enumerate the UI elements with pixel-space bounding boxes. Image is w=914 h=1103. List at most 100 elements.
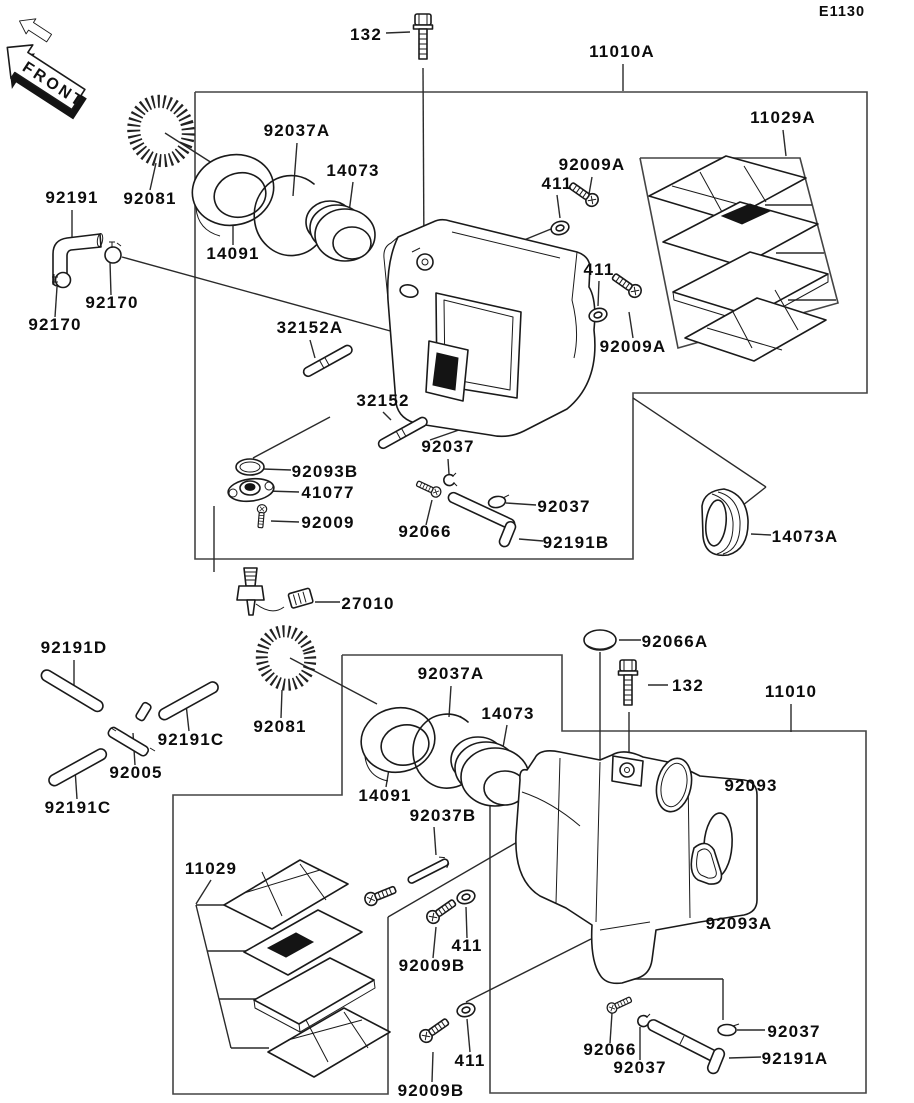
part-label-92009a: 92009A <box>600 337 667 356</box>
filter-stack-lower-11029 <box>223 859 391 1078</box>
label-leader-411 <box>466 1018 471 1053</box>
part-label-132: 132 <box>350 25 382 44</box>
callout-box-0 <box>194 91 868 560</box>
part-label-92191a: 92191A <box>762 1049 829 1068</box>
label-leader-92081 <box>149 162 157 191</box>
hose-92191c-right <box>158 681 219 721</box>
label-leader-32152 <box>382 411 392 421</box>
rod-92037b <box>407 856 450 884</box>
part-label-32152: 32152 <box>356 391 409 410</box>
part-label-92037: 92037 <box>421 437 474 456</box>
part-label-27010: 27010 <box>341 594 394 613</box>
gasket-92093a <box>690 842 723 885</box>
part-label-11010: 11010 <box>765 682 817 701</box>
label-leader-411 <box>597 280 600 307</box>
label-leader-92037A <box>292 142 298 197</box>
label-leader-92009 <box>270 520 300 523</box>
part-label-14091: 14091 <box>206 244 259 263</box>
oring-92093b <box>235 458 265 476</box>
part-label-11010a: 11010A <box>589 42 655 61</box>
screw-92009b-2 <box>423 895 459 927</box>
label-leader-411 <box>465 906 468 939</box>
label-leader-11029 <box>195 904 232 1049</box>
cap-14091-lower <box>360 706 436 782</box>
part-label-92170: 92170 <box>85 293 138 312</box>
part-label-411: 411 <box>451 936 482 955</box>
rod-32152a <box>302 344 353 378</box>
leader-line <box>289 657 378 705</box>
nut-92037-bottom-right <box>717 1023 740 1037</box>
label-leader-411 <box>556 194 561 219</box>
part-label-92066a: 92066A <box>642 632 709 651</box>
washer-411-lower1 <box>454 887 478 907</box>
callout-boxes <box>172 91 868 1095</box>
plate-41077 <box>227 477 275 503</box>
filter-stack-upper-11029a <box>648 155 829 362</box>
duct-14073-upper <box>305 200 376 262</box>
leader-line <box>121 256 395 333</box>
part-label-92093: 92093 <box>724 776 777 795</box>
part-label-92081: 92081 <box>123 189 176 208</box>
part-label-32152a: 32152A <box>277 318 344 337</box>
part-label-92009b: 92009B <box>399 956 466 975</box>
part-label-14073: 14073 <box>481 704 534 723</box>
clamp-92170-b <box>104 241 122 264</box>
label-leader-92009A <box>628 311 634 339</box>
part-label-92170: 92170 <box>28 315 81 334</box>
part-label-14073a: 14073A <box>772 527 839 546</box>
screw-92009a-upper2 <box>609 269 645 301</box>
fitting-92005 <box>107 701 156 757</box>
nut-92037-mid <box>487 494 510 509</box>
part-label-92037: 92037 <box>537 497 590 516</box>
cap-92066a <box>583 629 617 651</box>
label-leader-11029 <box>195 879 212 905</box>
callout-box-2 <box>172 655 389 1095</box>
front-arrow: FRONT <box>6 18 87 120</box>
part-label-92081: 92081 <box>253 717 306 736</box>
part-label-92191c: 92191C <box>45 798 112 817</box>
part-label-92037b: 92037B <box>410 806 477 825</box>
label-leader-92037 <box>447 458 450 475</box>
part-label-92037a: 92037A <box>264 121 331 140</box>
spring-92081-upper <box>127 94 195 168</box>
upper-air-cleaner-housing <box>383 218 596 438</box>
part-label-92037: 92037 <box>767 1022 820 1041</box>
part-label-92093b: 92093B <box>292 462 359 481</box>
clip-92037-mid <box>443 472 458 487</box>
callout-box-3 <box>342 654 867 1094</box>
label-leader-132 <box>385 31 411 34</box>
part-label-92191: 92191 <box>45 188 98 207</box>
part-label-92037: 92037 <box>613 1058 666 1077</box>
label-leader-32152A <box>309 339 316 359</box>
part-label-92191b: 92191B <box>543 533 610 552</box>
label-leader-92037A <box>448 685 452 718</box>
label-leader-92081 <box>280 689 283 719</box>
screw-92009b-1 <box>362 882 399 909</box>
screw-92009 <box>255 503 268 529</box>
tube-92191a <box>647 1019 726 1075</box>
label-leader-92009B <box>431 1051 434 1083</box>
label-leader-92009B <box>432 926 437 959</box>
label-leader-92170 <box>54 286 58 318</box>
label-leader-92066 <box>425 499 433 526</box>
part-label-132: 132 <box>672 676 704 695</box>
rod-32152 <box>377 416 428 450</box>
hose-92191d <box>40 669 104 713</box>
part-label-11029a: 11029A <box>750 108 816 127</box>
part-label-92093a: 92093A <box>706 914 773 933</box>
duct-14073-lower <box>450 736 530 807</box>
plug-92066-mid <box>414 477 444 500</box>
label-leader-92037B <box>433 826 437 856</box>
leader-line <box>632 397 767 488</box>
part-label-411: 411 <box>454 1051 485 1070</box>
part-label-92191c: 92191C <box>158 730 225 749</box>
leader-line <box>387 840 520 918</box>
cap-14091-upper <box>191 153 275 237</box>
part-label-92009a: 92009A <box>559 155 626 174</box>
boot-14073a <box>701 488 749 557</box>
part-label-92005: 92005 <box>109 763 162 782</box>
page-code: E1130 <box>819 4 865 20</box>
hose-92191c-left <box>48 748 108 787</box>
gasket-92093 <box>655 757 693 813</box>
